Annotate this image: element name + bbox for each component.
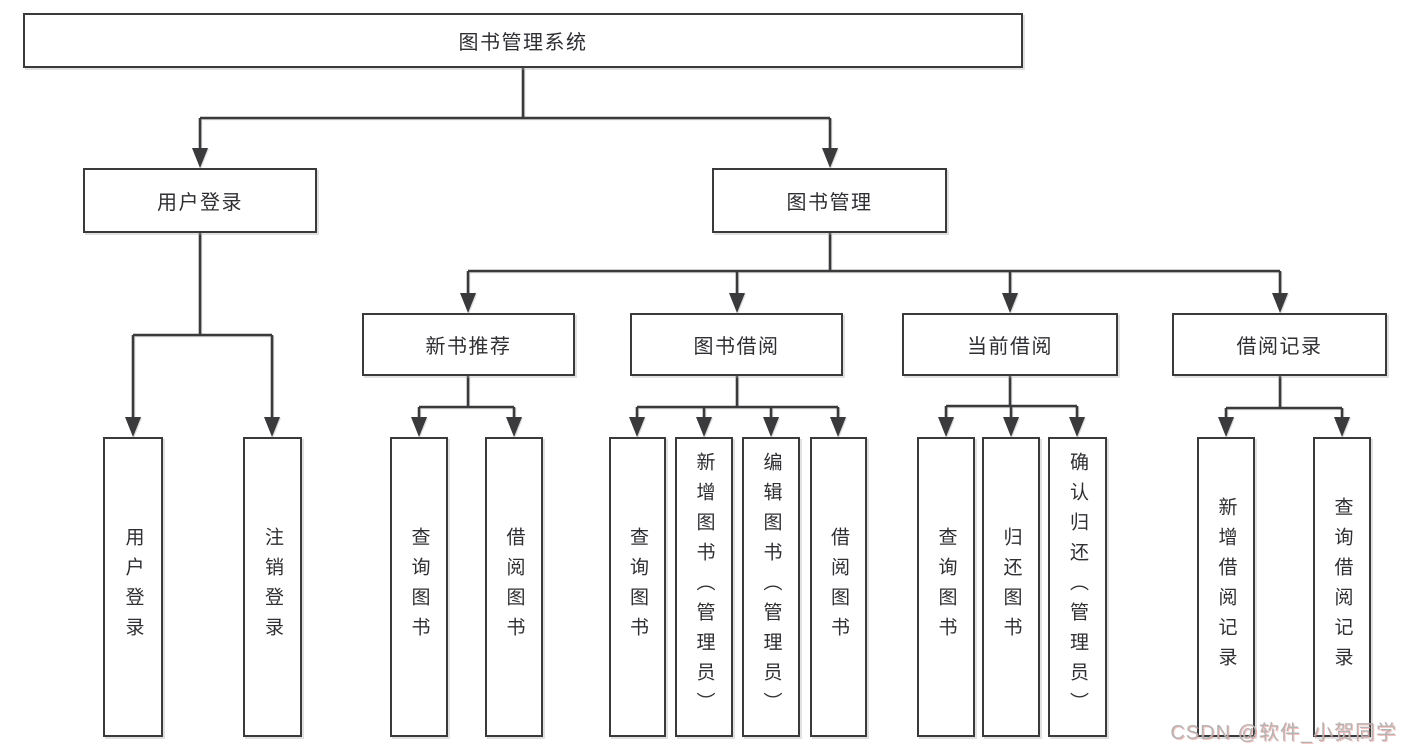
connector-book-management-to-level3 [466, 233, 1282, 297]
node-leaf-query-borrow-record-label: 查询借阅记录 [1331, 497, 1353, 677]
node-leaf-query-books-recommend-label: 查询图书 [408, 527, 430, 647]
node-book-borrowing: 图书借阅 [630, 313, 843, 376]
node-borrowing-records-label: 借阅记录 [1236, 336, 1323, 358]
node-leaf-borrow-books-recommend-label: 借阅图书 [503, 527, 525, 647]
node-leaf-user-login: 用户登录 [103, 437, 163, 737]
node-user-login: 用户登录 [83, 168, 317, 233]
arrowhead-leaf-return-books [1003, 417, 1019, 437]
connector-root-to-level2 [198, 68, 832, 150]
node-leaf-borrow-books-label: 借阅图书 [828, 527, 849, 647]
node-leaf-confirm-return-admin: 确认归还（管理员） [1048, 437, 1107, 737]
arrowhead-leaf-query-books-3 [938, 417, 954, 437]
node-root-label: 图书管理系统 [458, 32, 588, 54]
node-new-book-recommend: 新书推荐 [362, 313, 575, 376]
node-leaf-return-books-label: 归还图书 [1000, 527, 1022, 647]
node-leaf-borrow-books-recommend: 借阅图书 [485, 437, 543, 737]
arrowhead-leaf-edit-books [763, 417, 779, 437]
node-leaf-borrow-books: 借阅图书 [810, 437, 867, 737]
connector-recommend-children [417, 376, 516, 421]
node-book-management-label: 图书管理 [786, 192, 873, 214]
node-book-management: 图书管理 [712, 168, 947, 233]
arrowhead-leaf-add-record [1218, 417, 1234, 437]
connector-user-login-children [131, 233, 274, 421]
arrowhead-leaf-query-record [1334, 417, 1350, 437]
arrowhead-current-borrowing [1002, 293, 1018, 313]
node-leaf-query-books-recommend: 查询图书 [390, 437, 448, 737]
arrowhead-new-book-recommend [460, 293, 476, 313]
node-leaf-query-books-current: 查询图书 [917, 437, 975, 737]
node-leaf-edit-books-admin-label: 编辑图书（管理员） [760, 452, 782, 722]
arrowhead-leaf-add-books [696, 417, 712, 437]
node-new-book-recommend-label: 新书推荐 [425, 336, 512, 358]
node-borrowing-records: 借阅记录 [1172, 313, 1387, 376]
arrowhead-leaf-query-books-2 [629, 417, 645, 437]
node-leaf-edit-books-admin: 编辑图书（管理员） [742, 437, 800, 737]
node-book-borrowing-label: 图书借阅 [693, 336, 780, 358]
node-current-borrowing: 当前借阅 [902, 313, 1118, 376]
arrowhead-leaf-confirm-return [1069, 417, 1085, 437]
node-leaf-confirm-return-admin-label: 确认归还（管理员） [1067, 452, 1088, 722]
arrowhead-borrowing-records [1272, 293, 1288, 313]
node-root-library-system: 图书管理系统 [23, 13, 1023, 68]
node-leaf-query-borrow-record: 查询借阅记录 [1313, 437, 1371, 737]
node-leaf-return-books: 归还图书 [982, 437, 1040, 737]
node-user-login-label: 用户登录 [157, 192, 243, 214]
arrowhead-leaf-logout [264, 417, 280, 437]
arrowhead-leaf-query-books-1 [411, 417, 427, 437]
connector-current-children [944, 376, 1079, 421]
node-leaf-query-books-current-label: 查询图书 [935, 527, 957, 647]
arrowhead-leaf-user-login [125, 417, 141, 437]
node-leaf-add-borrow-record-label: 新增借阅记录 [1215, 497, 1237, 677]
arrowhead-user-login [192, 148, 208, 168]
connector-records-children [1224, 376, 1344, 421]
node-leaf-add-borrow-record: 新增借阅记录 [1197, 437, 1255, 737]
node-leaf-query-books-borrowing-label: 查询图书 [627, 527, 648, 647]
arrowhead-book-borrowing [729, 293, 745, 313]
node-leaf-add-books-admin-label: 新增图书（管理员） [693, 452, 715, 722]
connector-borrowing-children [635, 376, 840, 421]
arrowhead-book-management [822, 148, 838, 168]
node-leaf-add-books-admin: 新增图书（管理员） [675, 437, 733, 737]
node-leaf-logout-login: 注销登录 [243, 437, 302, 737]
arrowhead-leaf-borrow-books-1 [506, 417, 522, 437]
node-leaf-query-books-borrowing: 查询图书 [609, 437, 666, 737]
node-current-borrowing-label: 当前借阅 [967, 336, 1053, 358]
arrowhead-leaf-borrow-books-2 [830, 417, 846, 437]
node-leaf-logout-login-label: 注销登录 [262, 527, 283, 647]
node-leaf-user-login-label: 用户登录 [122, 527, 144, 647]
